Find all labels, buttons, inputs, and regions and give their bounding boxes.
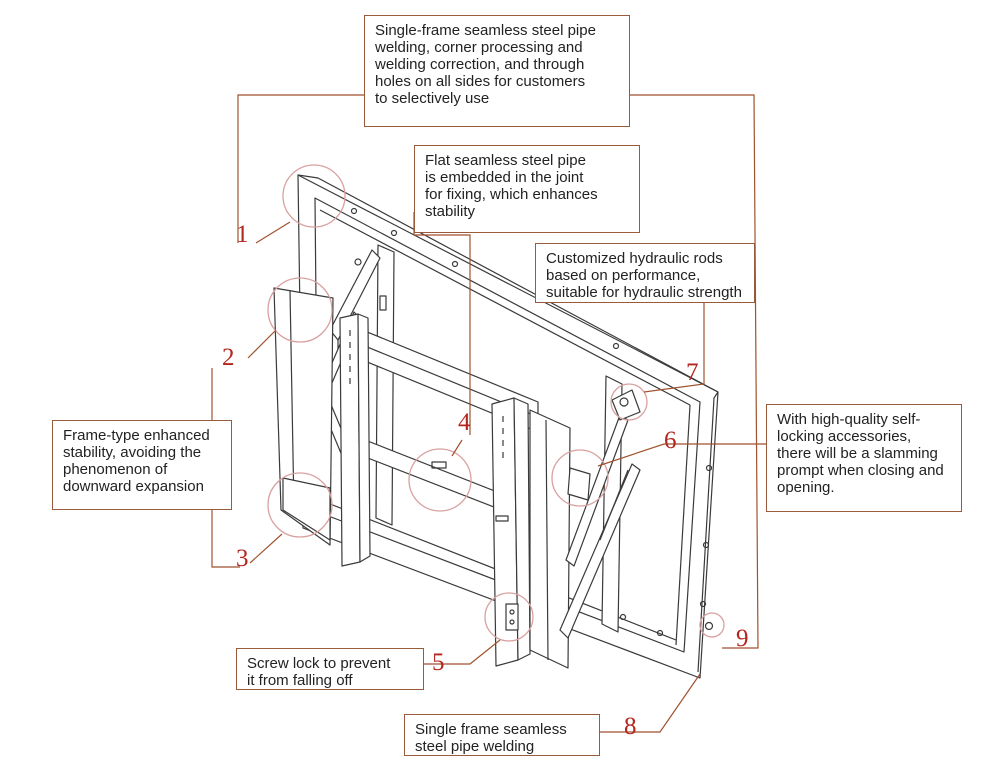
outer-frame-depth-right (697, 391, 719, 673)
highlight-circle-9 (699, 612, 725, 638)
label-number-8: 8 (624, 713, 637, 740)
leader-9-top (630, 94, 759, 649)
highlight-circle-2 (267, 277, 333, 343)
callout-single-frame-text: Single frame seamless steel pipe welding (415, 721, 567, 755)
leader-3 (249, 533, 283, 564)
leader-4-down (451, 439, 463, 457)
highlight-circle-6 (551, 449, 609, 507)
highlight-circle-7 (610, 383, 648, 421)
label-number-2: 2 (222, 344, 235, 371)
self-lock-latch (567, 467, 591, 501)
leader-8 (600, 673, 701, 733)
leader-6 (597, 443, 766, 467)
callout-flat-pipe-text: Flat seamless steel pipe is embedded in … (425, 152, 598, 220)
flat-pipe-slots (379, 295, 509, 522)
label-number-5: 5 (432, 649, 445, 676)
callout-hydraulic-rods: Customized hydraulic rods based on perfo… (535, 243, 755, 303)
leader-1-up (237, 94, 364, 243)
highlight-circles (267, 164, 725, 642)
mount-foot-left (282, 477, 331, 541)
screw-lock-detail (505, 603, 519, 631)
back-rail-left (375, 244, 395, 526)
callout-self-locking: With high-quality self- locking accessor… (766, 404, 962, 512)
leader-5 (424, 639, 501, 665)
label-number-7: 7 (686, 359, 699, 386)
callout-frame-welding: Single-frame seamless steel pipe welding… (364, 15, 630, 127)
callout-frame-welding-text: Single-frame seamless steel pipe welding… (375, 22, 596, 107)
leader-1 (255, 221, 291, 244)
label-number-9: 9 (736, 625, 749, 652)
callout-flat-pipe: Flat seamless steel pipe is embedded in … (414, 145, 640, 233)
callout-single-frame: Single frame seamless steel pipe welding (404, 714, 600, 756)
highlight-circle-1 (282, 164, 346, 228)
frame-holes (350, 207, 714, 637)
label-number-6: 6 (664, 427, 677, 454)
callout-screw-lock-text: Screw lock to prevent it from falling of… (247, 655, 391, 689)
mount-plate-right (529, 409, 571, 669)
vertical-stile-left (339, 313, 361, 567)
callout-screw-lock: Screw lock to prevent it from falling of… (236, 648, 424, 690)
leader-7 (643, 302, 705, 393)
label-number-4: 4 (458, 409, 471, 436)
leader-2 (247, 329, 277, 359)
callout-frame-type: Frame-type enhanced stability, avoiding … (52, 420, 232, 510)
highlight-circle-3 (267, 472, 333, 538)
bracket-drawing (273, 174, 719, 679)
callout-frame-type-text: Frame-type enhanced stability, avoiding … (63, 427, 210, 495)
callout-self-locking-text: With high-quality self- locking accessor… (777, 411, 944, 496)
callout-hydraulic-rods-text: Customized hydraulic rods based on perfo… (546, 250, 742, 301)
hydraulic-rods (559, 389, 641, 639)
outer-frame-depth (297, 174, 719, 393)
highlight-circle-5 (484, 592, 534, 642)
label-number-1: 1 (236, 221, 249, 248)
highlight-circle-4 (408, 448, 472, 512)
label-number-3: 3 (236, 545, 249, 572)
